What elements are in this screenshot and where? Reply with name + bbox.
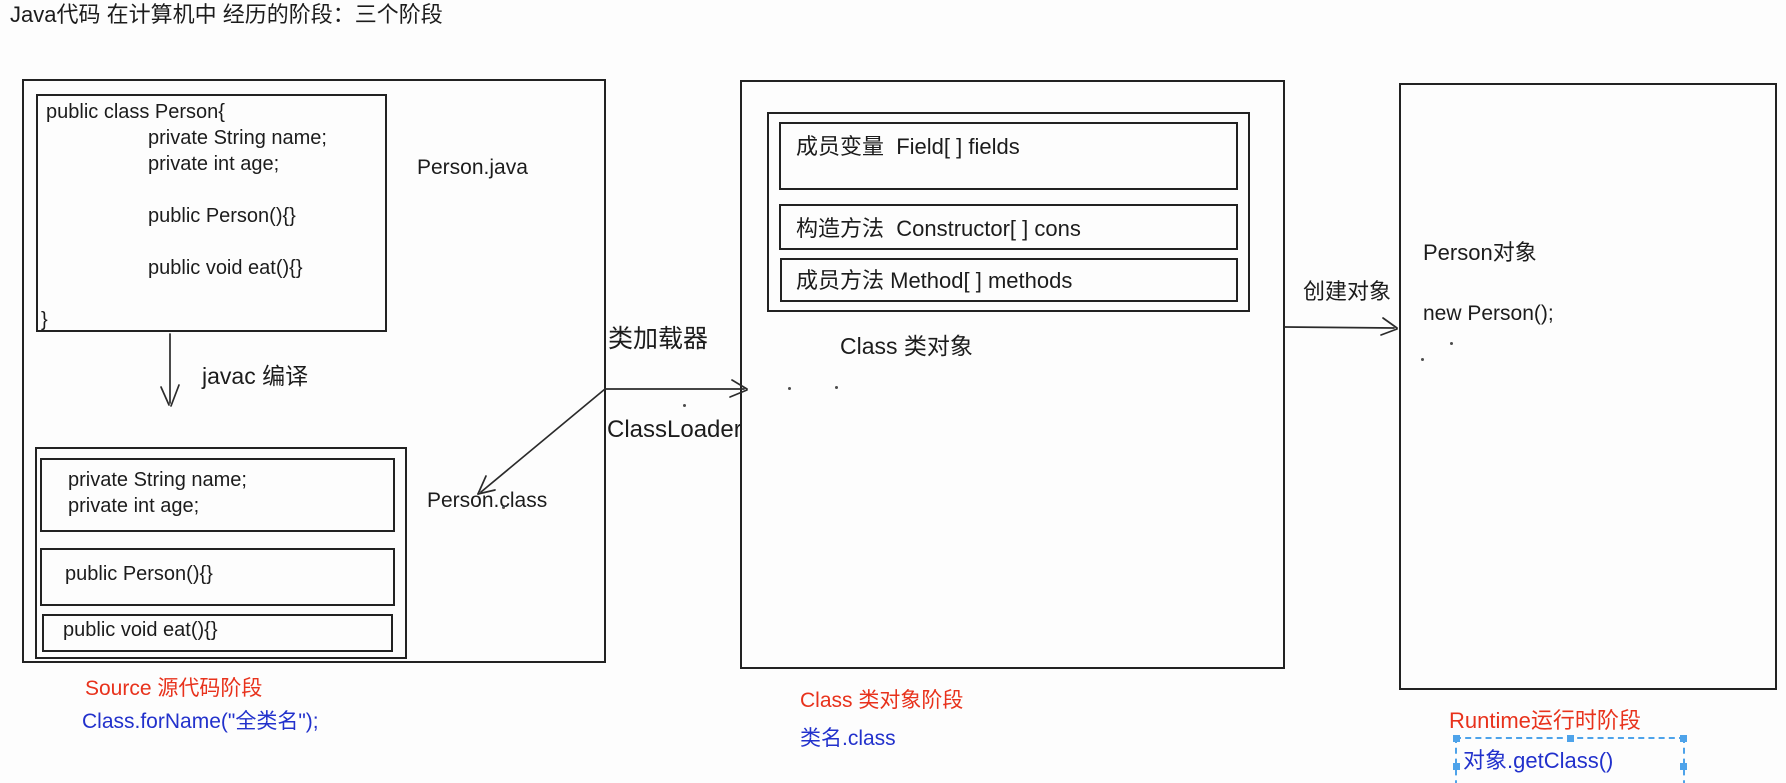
class-object-label: Class 类对象 (840, 333, 973, 359)
bytecode-method-box (42, 614, 393, 652)
bytecode-outer-box (35, 447, 407, 659)
selection-handle-top-left[interactable] (1453, 735, 1460, 742)
methods-box (780, 258, 1238, 302)
runtime-stage-box (1399, 83, 1777, 690)
constructors-box (779, 204, 1238, 250)
code-line: private int age; (148, 153, 280, 175)
code-line: private String name; (148, 127, 327, 149)
person-object-label: Person对象 (1423, 240, 1537, 265)
fields-label: 成员变量 Field[ ] fields (796, 134, 1020, 159)
bytecode-method-line: public void eat(){} (63, 619, 218, 641)
create-object-arrow (1284, 317, 1398, 336)
classloader-arrow (604, 379, 748, 398)
speck (1450, 342, 1453, 345)
java-source-code-box (36, 94, 387, 332)
speck (835, 386, 838, 389)
selection-handle-top-center[interactable] (1567, 735, 1574, 742)
page-title: Java代码 在计算机中 经历的阶段：三个阶段 (10, 2, 443, 27)
bytecode-field-line: private String name; (68, 469, 247, 491)
code-line: public void eat(){} (148, 257, 303, 279)
code-line: } (41, 309, 48, 331)
selection-handle-mid-right[interactable] (1680, 763, 1687, 770)
javac-compile-label: javac 编译 (202, 363, 309, 389)
code-line: public class Person{ (46, 101, 225, 123)
runtime-stage-label: Runtime运行时阶段 (1449, 708, 1641, 733)
constructors-label: 构造方法 Constructor[ ] cons (796, 216, 1081, 241)
class-members-container-box (767, 112, 1250, 312)
bytecode-constructor-box (40, 548, 395, 606)
create-object-label: 创建对象 (1303, 279, 1392, 304)
methods-label: 成员方法 Method[ ] methods (796, 268, 1073, 293)
text-selection-box[interactable]: 对象.getClass() (1453, 735, 1687, 783)
classname-class-label: 类名.class (800, 727, 896, 750)
class-file-label: Person.class (427, 489, 548, 512)
class-stage-box (740, 80, 1285, 669)
speck (788, 387, 791, 390)
source-stage-label: Source 源代码阶段 (85, 677, 263, 700)
fields-box (779, 122, 1238, 190)
code-line: public Person(){} (148, 205, 296, 227)
classloader-label-cn: 类加载器 (608, 325, 709, 353)
speck (502, 506, 505, 509)
bytecode-fields-box (40, 458, 395, 532)
classloader-label-en: ClassLoader (607, 416, 742, 443)
speck (1421, 358, 1424, 361)
class-forname-label: Class.forName("全类名"); (82, 710, 319, 733)
selection-handle-top-right[interactable] (1680, 735, 1687, 742)
source-stage-box (22, 79, 606, 663)
speck (683, 404, 686, 407)
object-getclass-label: 对象.getClass() (1463, 748, 1614, 773)
java-file-label: Person.java (417, 156, 528, 179)
class-stage-label: Class 类对象阶段 (800, 689, 964, 712)
bytecode-constructor-line: public Person(){} (65, 563, 213, 585)
bytecode-field-line: private int age; (68, 495, 200, 517)
new-person-label: new Person(); (1423, 302, 1554, 325)
selection-handle-mid-left[interactable] (1453, 763, 1460, 770)
